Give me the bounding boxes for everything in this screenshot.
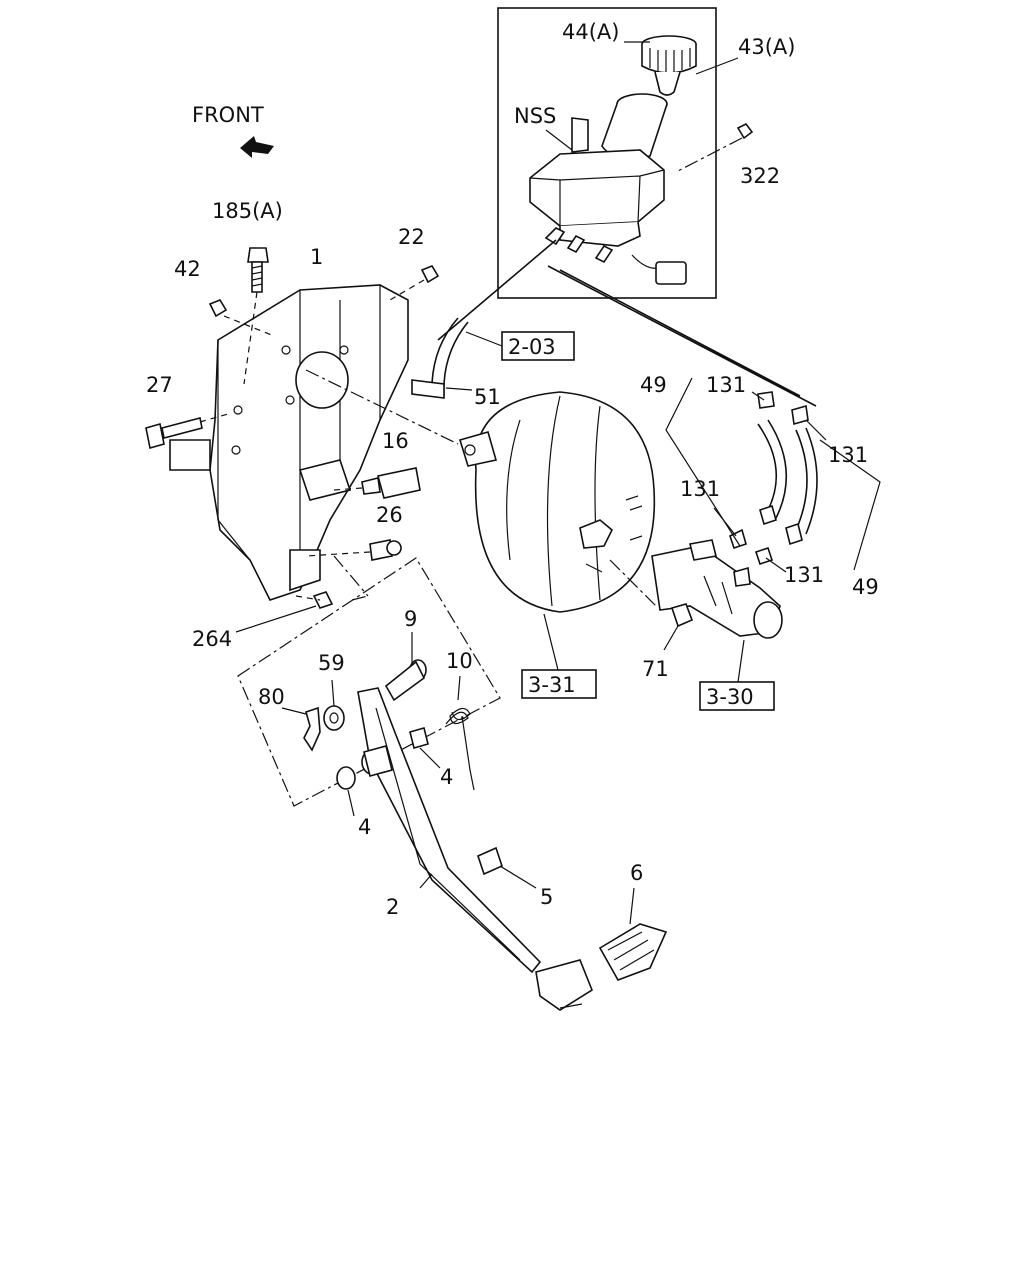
callout-49-top: 49 — [640, 373, 667, 397]
leader-264 — [235, 605, 317, 633]
nut-71 — [670, 603, 694, 628]
callout-4-b: 4 — [358, 815, 371, 839]
reference-3-30: 3-30 — [706, 685, 754, 709]
callout-59: 59 — [318, 651, 345, 675]
bushing-4-a — [409, 727, 441, 769]
spring-10 — [445, 675, 471, 725]
bolt-26 — [305, 539, 402, 561]
leader-322 — [675, 137, 743, 173]
leader-43a — [695, 57, 739, 75]
callout-322: 322 — [740, 164, 780, 188]
leader-264b — [295, 595, 321, 601]
hose-49 — [729, 391, 818, 566]
nut-264 — [312, 591, 334, 609]
leader-131d — [765, 557, 787, 573]
callout-185a: 185(A) — [212, 199, 283, 223]
reservoir-group — [497, 7, 754, 299]
callout-131-b: 131 — [828, 443, 868, 467]
reference-2-03: 2-03 — [508, 335, 556, 359]
callout-4-a: 4 — [440, 765, 453, 789]
leader-131b — [805, 419, 827, 441]
front-arrow-icon — [240, 136, 274, 158]
pedal-pad-6 — [598, 887, 668, 981]
front-label: FRONT — [192, 103, 264, 127]
leader-131a — [751, 391, 765, 401]
leader-71 — [663, 625, 679, 651]
master-cylinder — [651, 539, 783, 639]
pedal-arm-2 — [357, 687, 593, 1011]
callout-42: 42 — [174, 257, 201, 281]
ref-3-31 — [521, 613, 597, 699]
leader-22 — [389, 279, 425, 301]
frame-link — [333, 555, 369, 601]
callout-5: 5 — [540, 885, 553, 909]
pipe-to-booster — [437, 239, 557, 341]
reservoir-cap — [641, 35, 697, 96]
callout-nss: NSS — [514, 104, 556, 128]
leader-131c — [713, 507, 737, 537]
callout-2: 2 — [386, 895, 399, 919]
callout-44a: 44(A) — [562, 20, 619, 44]
booster-axis — [305, 369, 459, 445]
callout-27: 27 — [146, 373, 173, 397]
nut-42 — [208, 299, 228, 318]
washer-59 — [323, 679, 345, 731]
pedal-parts-frame — [237, 557, 501, 807]
callout-1: 1 — [310, 245, 323, 269]
ref-3-30 — [699, 639, 775, 711]
callout-6: 6 — [630, 861, 643, 885]
callout-16: 16 — [382, 429, 409, 453]
callout-43a: 43(A) — [738, 35, 795, 59]
callout-131-a: 131 — [706, 373, 746, 397]
clip-80 — [281, 706, 321, 752]
callout-51: 51 — [474, 385, 501, 409]
callout-71: 71 — [642, 657, 669, 681]
bracket-49-lines — [665, 377, 881, 571]
bushing-4-b — [336, 766, 356, 817]
pipe-to-master — [547, 265, 817, 407]
ref-2-03 — [465, 331, 575, 361]
callout-131-c: 131 — [680, 477, 720, 501]
nut-322 — [736, 122, 754, 140]
callout-22: 22 — [398, 225, 425, 249]
reservoir-frame — [497, 7, 717, 299]
reference-3-31: 3-31 — [528, 673, 576, 697]
nut-22 — [420, 265, 440, 284]
callout-264: 264 — [192, 627, 232, 651]
bolt-185a — [243, 247, 269, 385]
callout-49-bottom: 49 — [852, 575, 879, 599]
front-direction: FRONT — [192, 103, 274, 158]
bolt-27 — [145, 413, 229, 450]
brake-booster — [305, 369, 657, 613]
bracket-4 — [461, 715, 475, 791]
callout-10: 10 — [446, 649, 473, 673]
callout-80: 80 — [258, 685, 285, 709]
pin-9 — [384, 632, 427, 702]
leader-nss — [545, 129, 573, 151]
leader-42 — [223, 315, 275, 337]
callout-26: 26 — [376, 503, 403, 527]
callout-9: 9 — [404, 607, 417, 631]
hose-51 — [411, 317, 473, 399]
switch-16 — [333, 467, 421, 499]
stopper-5 — [477, 846, 537, 889]
callout-131-d: 131 — [784, 563, 824, 587]
